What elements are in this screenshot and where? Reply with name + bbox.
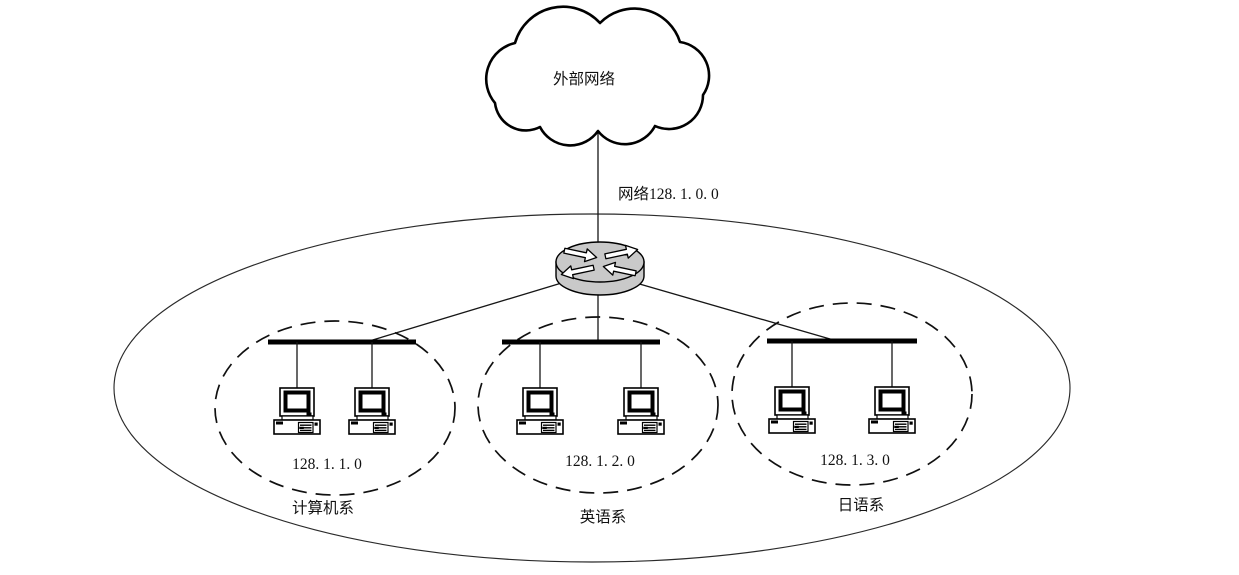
campus-boundary-ellipse [113, 213, 1071, 563]
subnet-ellipse [731, 302, 973, 486]
cloud-label: 外部网络 [553, 70, 615, 88]
subnet-ip-label: 128. 1. 1. 0 [292, 456, 362, 473]
desktop-pc-icon [515, 386, 565, 436]
subnet-ip-label: 128. 1. 3. 0 [820, 452, 890, 469]
subnet-ip-label: 128. 1. 2. 0 [565, 453, 635, 470]
subnet-ellipse [477, 316, 719, 494]
desktop-pc-icon [767, 385, 817, 435]
desktop-pc-icon [616, 386, 666, 436]
subnet-name-label: 日语系 [838, 496, 885, 514]
subnet-name-label: 英语系 [580, 508, 627, 526]
subnet-japanese: 128. 1. 3. 0 日语系 [731, 302, 973, 514]
desktop-pc-icon [272, 386, 322, 436]
subnet-english: 128. 1. 2. 0 英语系 [477, 316, 719, 526]
subnet-computer-science: 128. 1. 1. 0 计算机系 [214, 320, 456, 517]
desktop-pc-icon [867, 385, 917, 435]
router-icon [555, 241, 645, 296]
desktop-pc-icon [347, 386, 397, 436]
backbone-label: 网络128. 1. 0. 0 [618, 185, 719, 203]
subnet-ellipse [214, 320, 456, 496]
cloud-icon [484, 5, 711, 147]
subnet-name-label: 计算机系 [292, 498, 354, 517]
